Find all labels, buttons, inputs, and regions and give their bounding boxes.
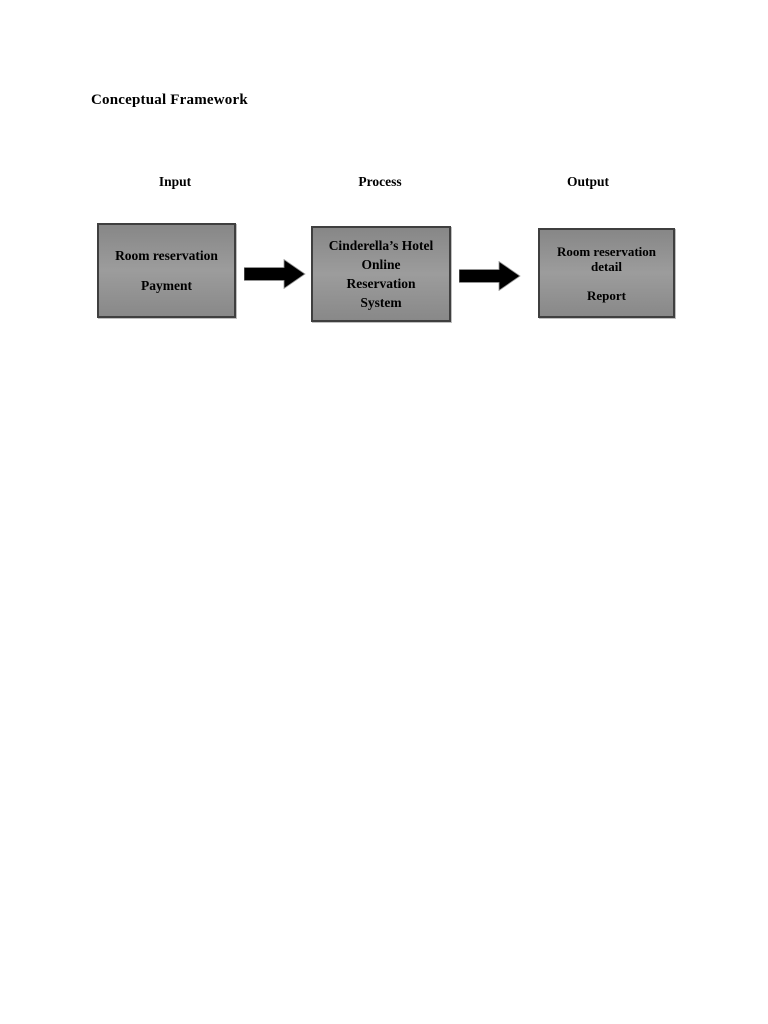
stage-label-input: Input	[158, 174, 192, 189]
output-box-line: Room reservation detail	[556, 243, 657, 274]
process-box-line: Online	[361, 257, 401, 272]
flow-arrow-input-to-process-icon	[244, 259, 306, 289]
process-box-line: Reservation	[346, 276, 416, 291]
stage-label-output: Output	[566, 174, 610, 189]
process-box-line: System	[360, 295, 402, 310]
flow-arrow-process-to-output-icon	[459, 261, 521, 291]
process-box-line: Cinderella’s Hotel	[328, 238, 434, 253]
input-box: Room reservation Payment	[97, 223, 236, 318]
stage-label-process: Process	[358, 174, 402, 189]
output-box: Room reservation detail Report	[538, 228, 675, 318]
page-title: Conceptual Framework	[91, 92, 248, 108]
input-box-line: Room reservation	[115, 248, 218, 263]
process-box: Cinderella’s Hotel Online Reservation Sy…	[311, 226, 451, 322]
input-box-line: Payment	[141, 278, 192, 293]
output-box-line: Report	[587, 287, 626, 303]
